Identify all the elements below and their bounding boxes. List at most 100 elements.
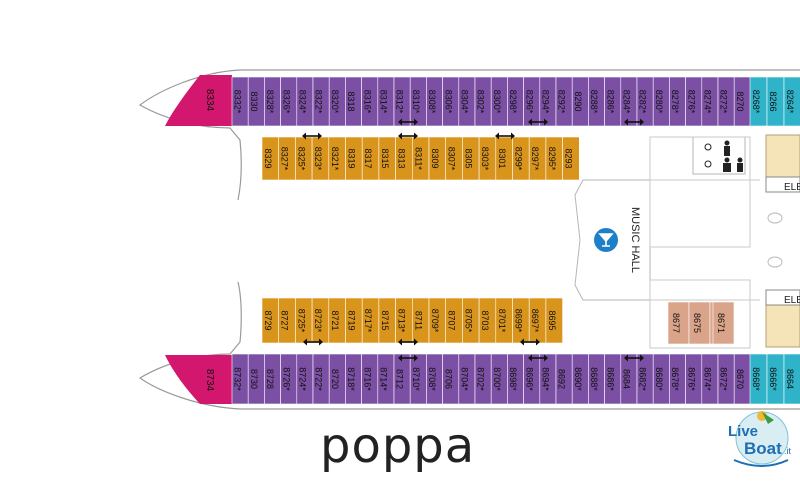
cabin-number: 8295* bbox=[547, 147, 557, 171]
cabin-number: 8317 bbox=[363, 148, 373, 168]
cabin-cell bbox=[783, 353, 800, 405]
cabin-cell bbox=[545, 297, 563, 344]
cabin-number: 8314* bbox=[379, 90, 389, 114]
cabin-number: 8702* bbox=[476, 367, 486, 391]
cabin-number: 8318 bbox=[346, 91, 356, 111]
cabin-number: 8694* bbox=[541, 367, 551, 391]
service-core-bottom bbox=[649, 279, 751, 349]
stern-caption: poppa bbox=[320, 418, 476, 474]
cabin-number: 8297* bbox=[530, 147, 540, 171]
cabin-number: 8282* bbox=[638, 90, 648, 114]
cabin-number: 8682* bbox=[638, 367, 648, 391]
cabin-number: 8272* bbox=[719, 90, 729, 114]
cabin-number: 8303* bbox=[480, 147, 490, 171]
cabin-number: 8326* bbox=[281, 90, 291, 114]
stair-bottom bbox=[765, 304, 800, 348]
logo-word-boat: Boat bbox=[744, 439, 782, 458]
cabin-number: 8728 bbox=[265, 369, 275, 389]
cabin-number: 8306* bbox=[443, 90, 453, 114]
cabin-number: 8727 bbox=[280, 310, 290, 330]
cabin-number: 8697* bbox=[530, 309, 540, 333]
liveboat-logo: Live Boat .it bbox=[728, 411, 792, 467]
cabin-number: 8274* bbox=[703, 90, 713, 114]
cabin-number: 8321* bbox=[330, 147, 340, 171]
cabin-number: 8686* bbox=[605, 367, 615, 391]
logo-domain: .it bbox=[784, 446, 792, 456]
cabin-number: 8710* bbox=[411, 367, 421, 391]
cabin-number: 8717* bbox=[363, 309, 373, 333]
cabin-number: 8280* bbox=[654, 90, 664, 114]
cabin-number: 8320* bbox=[330, 90, 340, 114]
cabin-number: 8719 bbox=[346, 310, 356, 330]
cabin-number: 8276* bbox=[686, 90, 696, 114]
cabin-number: 8270 bbox=[735, 91, 745, 111]
cabin-number: 8298* bbox=[508, 90, 518, 114]
music-hall-label: MUSIC HALL bbox=[629, 207, 641, 273]
cabin-number: 8714* bbox=[379, 367, 389, 391]
cabin-number: 8730 bbox=[249, 369, 259, 389]
cabin-number: 8712 bbox=[395, 369, 405, 389]
service-core-top bbox=[649, 136, 751, 248]
restroom-icon bbox=[704, 140, 743, 172]
cabin-number: 8286* bbox=[605, 90, 615, 114]
cabin-number: 8324* bbox=[298, 90, 308, 114]
cabin-number: 8323* bbox=[313, 147, 323, 171]
cabin-number: 8732* bbox=[233, 367, 243, 391]
cabin-number: 8332* bbox=[233, 90, 243, 114]
connecting-door-icon bbox=[398, 132, 418, 140]
connecting-door-icon bbox=[520, 338, 540, 346]
cabin-number: 8720 bbox=[330, 369, 340, 389]
connecting-door-icon bbox=[495, 132, 515, 140]
cabin-number: 8674* bbox=[703, 367, 713, 391]
cabin-number: 8671 bbox=[716, 313, 726, 333]
cabin-number: 8268* bbox=[751, 90, 761, 114]
cabin-number: 8300* bbox=[492, 90, 502, 114]
connecting-door-icon bbox=[302, 132, 322, 140]
cabin-number: 8264* bbox=[785, 90, 795, 114]
cabin-number: 8711 bbox=[413, 311, 423, 330]
cabin-number: 8706 bbox=[443, 369, 453, 389]
cabin-number: 8305 bbox=[463, 148, 473, 168]
connecting-door-icon bbox=[624, 118, 644, 126]
cabin-number: 8315 bbox=[380, 148, 390, 168]
cabin-number: 8721 bbox=[330, 310, 340, 330]
cabin-number: 8301 bbox=[497, 148, 507, 168]
suite-top bbox=[165, 75, 232, 126]
cabin-number: 8666* bbox=[768, 367, 778, 391]
cabin-number: 8716* bbox=[362, 367, 372, 391]
cabin-number: 8670 bbox=[735, 369, 745, 389]
cabin-number: 8692 bbox=[557, 369, 567, 389]
logo-word-live: Live bbox=[728, 423, 758, 440]
cabin-number: 8722* bbox=[314, 367, 324, 391]
cabin-number: 8293 bbox=[564, 148, 574, 168]
cabin-number: 8701* bbox=[497, 309, 507, 333]
elevator-label-top: ELE bbox=[784, 182, 800, 193]
cabin-cell bbox=[712, 301, 735, 345]
cabin-number: 8677 bbox=[671, 313, 681, 333]
cabin-number: 8284* bbox=[622, 90, 632, 114]
cabin-number: 8664 bbox=[785, 369, 795, 389]
cabin-number: 8680* bbox=[654, 367, 664, 391]
cabin-cell bbox=[783, 76, 800, 127]
cabin-number: 8709* bbox=[430, 309, 440, 333]
cabin-number: 8299* bbox=[513, 147, 523, 171]
cabin-number: 8288* bbox=[589, 90, 599, 114]
cabin-number: 8312* bbox=[395, 90, 405, 114]
cabin-number: 8726* bbox=[281, 367, 291, 391]
suite-number: 8334 bbox=[204, 89, 215, 112]
cabin-number: 8678* bbox=[670, 367, 680, 391]
cabin-number: 8310* bbox=[411, 90, 421, 114]
connecting-door-icon bbox=[398, 118, 418, 126]
cabin-number: 8723* bbox=[313, 309, 323, 333]
cabin-number: 8672* bbox=[719, 367, 729, 391]
cabin-number: 8325* bbox=[296, 147, 306, 171]
cabin-number: 8278* bbox=[670, 90, 680, 114]
cabin-number: 8676* bbox=[686, 367, 696, 391]
cabin-number: 8311* bbox=[413, 147, 423, 170]
cabin-number: 8328* bbox=[265, 90, 275, 114]
cabin-number: 8309 bbox=[430, 148, 440, 168]
cabin-number: 8304* bbox=[460, 90, 470, 114]
connecting-door-icon bbox=[398, 354, 418, 362]
cabin-number: 8707 bbox=[447, 310, 457, 330]
